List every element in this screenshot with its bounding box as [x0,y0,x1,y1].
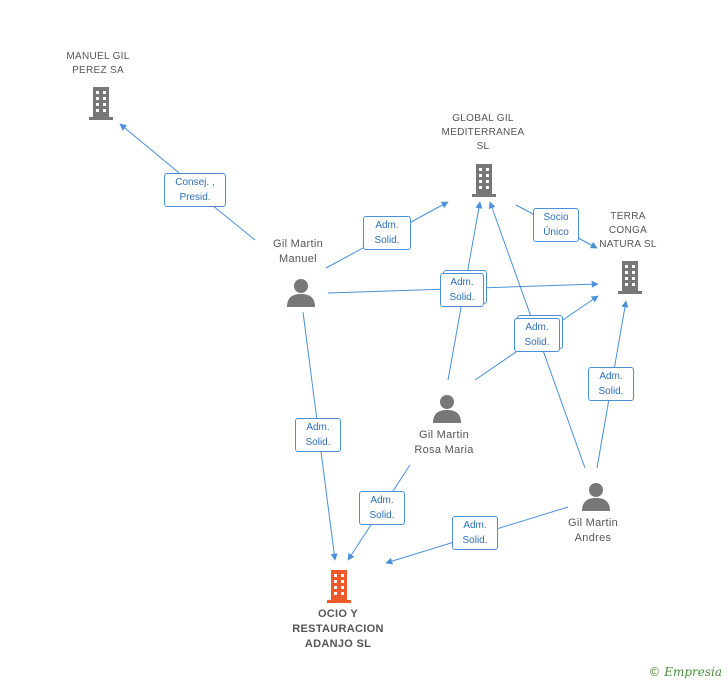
edge-label-adm-solid: Adm.Solid. [440,273,484,307]
building-focus-icon[interactable] [323,568,355,604]
building-icon[interactable] [614,259,646,295]
building-icon[interactable] [85,85,117,121]
edge-label-adm-solid: Adm.Solid. [514,318,560,352]
person-icon[interactable] [580,481,612,513]
edge-label-adm-solid: Adm.Solid. [359,491,405,525]
person-label-gil-martin-rosa[interactable]: Gil Martin Rosa Maria [414,429,474,456]
company-label-terra-conga[interactable]: TERRA CONGA NATURA SL [599,211,657,250]
edge-label-adm-solid: Adm.Solid. [295,418,341,452]
edge-label-consej-presid: Consej. ,Presid. [164,173,226,207]
company-label-global-gil[interactable]: GLOBAL GIL MEDITERRANEA SL [441,113,525,152]
empresia-watermark[interactable]: © Empresia [648,665,722,679]
copyright-icon: © [648,665,661,679]
building-icon[interactable] [468,162,500,198]
edge-label-adm-solid: Adm.Solid. [588,367,634,401]
person-label-gil-martin-andres[interactable]: Gil Martin Andres [567,517,619,544]
company-label-ocio-restauracion[interactable]: OCIO Y RESTAURACION ADANJO SL [292,608,384,650]
company-label-manuel-gil-perez[interactable]: MANUEL GIL PEREZ SA [66,51,130,76]
person-label-gil-martin-manuel[interactable]: Gil Martin Manuel [272,238,324,265]
edge-manuel-to-manuelgilperez [119,123,185,178]
brand-logo: Empresia [664,665,722,679]
person-icon[interactable] [431,393,463,425]
person-icon[interactable] [285,277,317,309]
edge-label-adm-solid: Adm.Solid. [363,216,411,250]
edge-label-adm-solid: Adm.Solid. [452,516,498,550]
